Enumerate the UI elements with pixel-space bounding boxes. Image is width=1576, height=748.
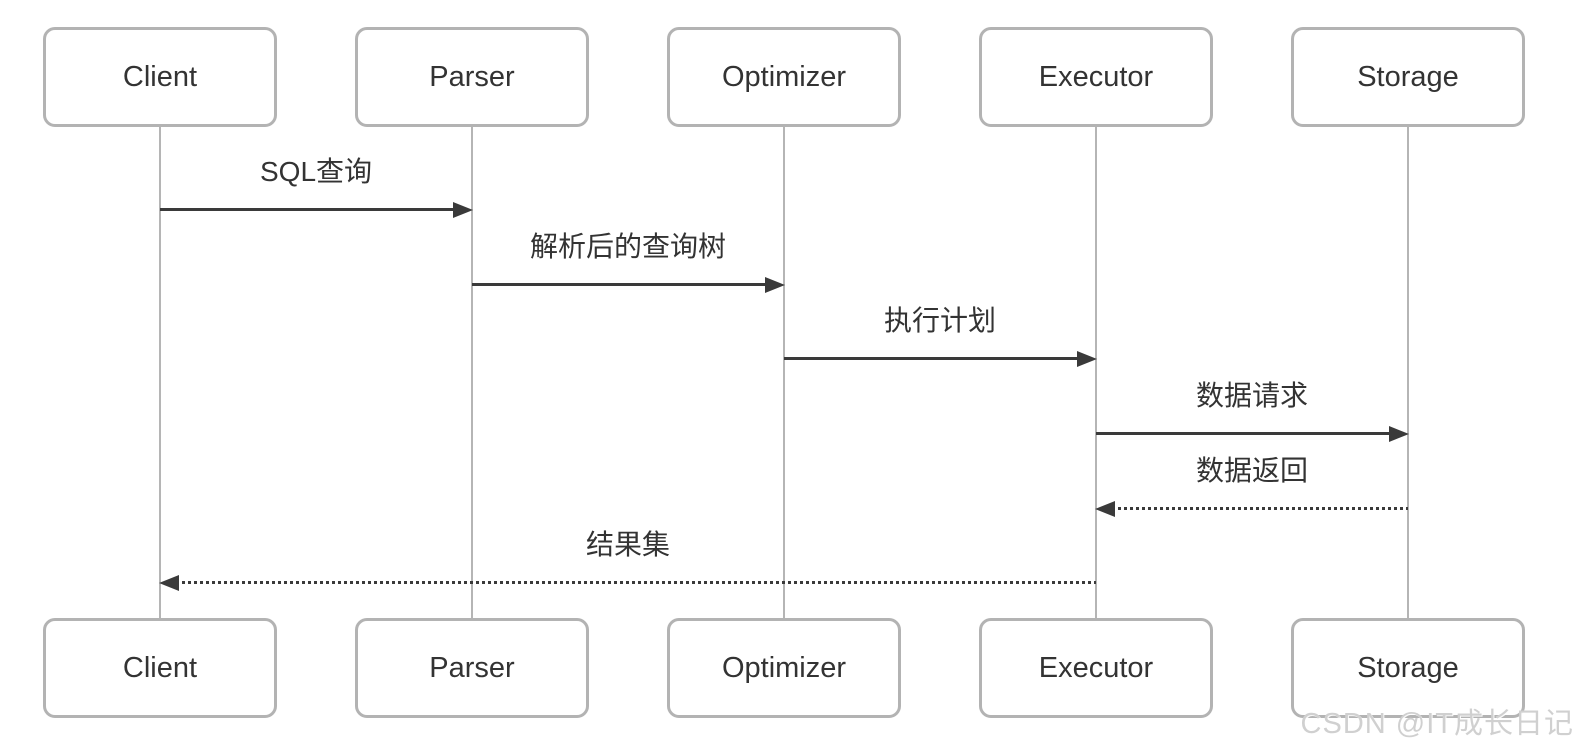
actor-label-parser: Parser xyxy=(429,60,515,93)
message-6 xyxy=(159,574,1096,591)
message-line-dotted xyxy=(176,581,1096,584)
message-1 xyxy=(160,201,473,218)
lifeline-optimizer xyxy=(783,127,785,618)
lifeline-storage xyxy=(1407,127,1409,618)
actor-label-client: Client xyxy=(122,651,198,684)
arrowhead-right-icon xyxy=(1389,425,1409,442)
message-line-solid xyxy=(1096,432,1392,435)
csdn-watermark: CSDN @IT成长日记 xyxy=(1300,708,1574,740)
actor-box-bottom-parser: Parser xyxy=(355,618,589,718)
arrowhead-right-icon xyxy=(453,201,473,218)
message-label-4: 数据请求 xyxy=(1195,380,1309,411)
arrowhead-right-icon xyxy=(765,276,785,293)
lifeline-client xyxy=(159,127,161,618)
message-line-solid xyxy=(160,208,456,211)
actor-label-optimizer: Optimizer xyxy=(721,60,847,93)
actor-box-top-executor: Executor xyxy=(979,27,1213,127)
actor-label-executor: Executor xyxy=(1038,60,1154,93)
actor-box-top-client: Client xyxy=(43,27,277,127)
actor-box-top-parser: Parser xyxy=(355,27,589,127)
actor-box-bottom-storage: Storage xyxy=(1291,618,1525,718)
actor-label-client: Client xyxy=(122,60,198,93)
actor-label-executor: Executor xyxy=(1038,651,1154,684)
message-3 xyxy=(784,350,1097,367)
actor-label-optimizer: Optimizer xyxy=(721,651,847,684)
actor-box-bottom-optimizer: Optimizer xyxy=(667,618,901,718)
message-2 xyxy=(472,276,785,293)
actor-label-parser: Parser xyxy=(429,651,515,684)
actor-box-top-storage: Storage xyxy=(1291,27,1525,127)
message-label-1: SQL查询 xyxy=(259,156,373,187)
message-line-solid xyxy=(472,283,768,286)
message-line-solid xyxy=(784,357,1080,360)
lifeline-parser xyxy=(471,127,473,618)
message-4 xyxy=(1096,425,1409,442)
message-label-5: 数据返回 xyxy=(1195,455,1309,486)
message-5 xyxy=(1095,500,1408,517)
actor-label-storage: Storage xyxy=(1357,60,1459,93)
actor-box-bottom-client: Client xyxy=(43,618,277,718)
message-line-dotted xyxy=(1112,507,1408,510)
message-label-3: 执行计划 xyxy=(883,305,997,336)
message-label-6: 结果集 xyxy=(585,529,671,560)
arrowhead-left-icon xyxy=(159,574,179,591)
actor-box-bottom-executor: Executor xyxy=(979,618,1213,718)
actor-box-top-optimizer: Optimizer xyxy=(667,27,901,127)
arrowhead-left-icon xyxy=(1095,500,1115,517)
lifeline-executor xyxy=(1095,127,1097,618)
actor-label-storage: Storage xyxy=(1357,651,1459,684)
message-label-2: 解析后的查询树 xyxy=(529,231,727,262)
arrowhead-right-icon xyxy=(1077,350,1097,367)
